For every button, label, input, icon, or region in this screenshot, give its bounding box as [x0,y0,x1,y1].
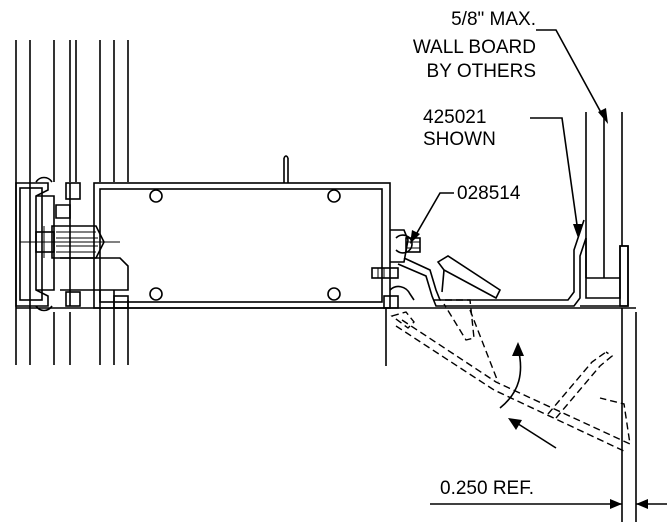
part-shown-label: SHOWN [423,129,496,150]
main-frame-profile [93,155,399,309]
wallboard-callout-line3: BY OTHERS [426,61,536,82]
rotation-arrows [499,342,557,449]
part-425021-label: 425021 [423,107,487,128]
leader-lines [410,29,608,244]
rotated-position-dashed [390,299,631,453]
receptor-425021 [397,219,629,307]
part-028514-label: 028514 [457,183,521,204]
dimension-label: 0.250 REF. [440,478,534,499]
wallboard-callout-line1: 5/8" MAX. [451,9,536,30]
fastener-screw [20,204,129,291]
left-mullion-lines [15,40,129,365]
clip-028514 [371,229,421,301]
dimension-0250 [430,308,667,522]
wallboard-callout-line2: WALL BOARD [412,37,536,58]
wall-board [585,112,623,279]
